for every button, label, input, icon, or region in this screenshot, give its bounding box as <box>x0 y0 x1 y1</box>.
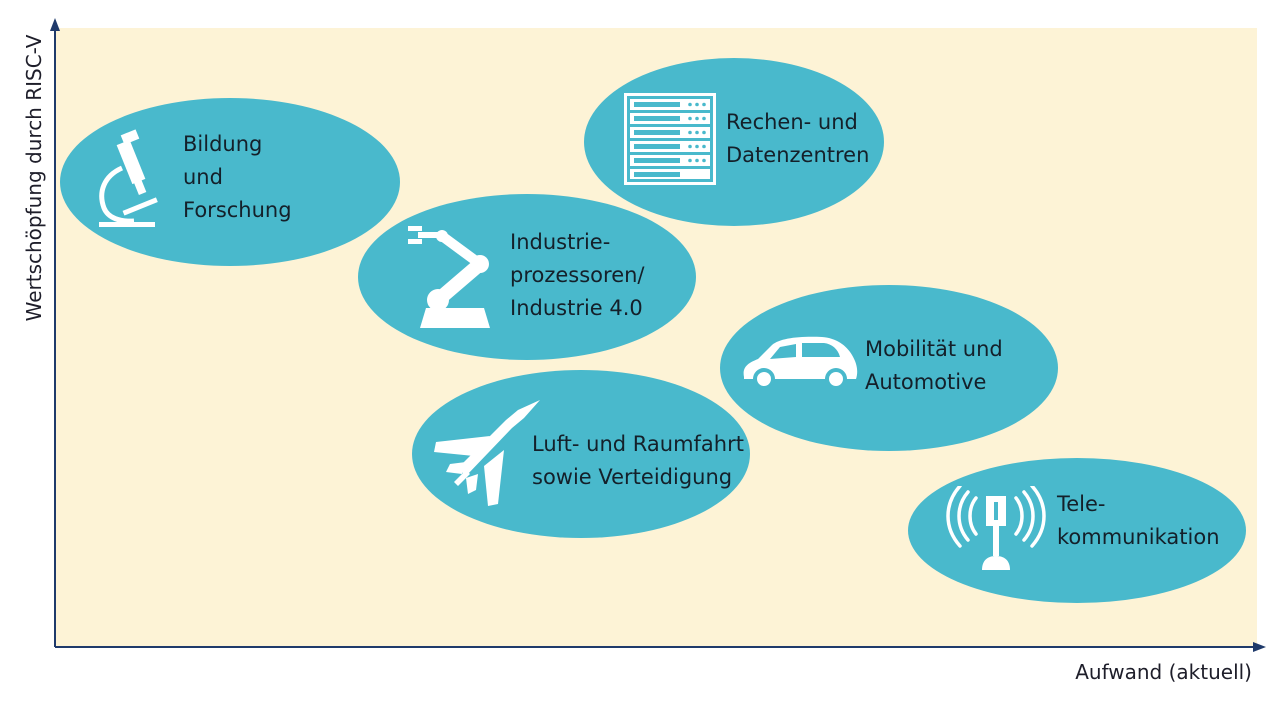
fighter-jet-icon <box>434 400 540 506</box>
bubble-industrieprozessoren: Industrie- prozessoren/ Industrie 4.0 <box>358 194 696 360</box>
y-axis-arrow <box>50 18 60 31</box>
bubble-label: Rechen- und Datenzentren <box>726 110 870 167</box>
y-axis-label: Wertschöpfung durch RISC-V <box>22 34 46 322</box>
x-axis-label: Aufwand (aktuell) <box>1075 660 1252 684</box>
robot-arm-icon <box>408 226 490 328</box>
bubble-label: Luft- und Raumfahrt sowie Verteidigung <box>532 432 744 489</box>
bubble-label: Bildung und Forschung <box>183 132 292 222</box>
x-axis-arrow <box>1253 642 1266 652</box>
car-icon <box>743 336 858 390</box>
bubble-mobilitaet-und-automotive: Mobilität und Automotive <box>720 285 1058 451</box>
bubble-label: Mobilität und Automotive <box>865 337 1003 394</box>
server-rack-icon <box>624 93 716 185</box>
bubble-telekommunikation: Tele- kommunikation <box>908 458 1246 603</box>
bubble-label: Industrie- prozessoren/ Industrie 4.0 <box>510 230 645 320</box>
bubble-bildung-und-forschung: Bildung und Forschung <box>60 98 400 266</box>
bubble-luft-und-raumfahrt: Luft- und Raumfahrt sowie Verteidigung <box>412 370 750 538</box>
bubble-rechen-und-datenzentren: Rechen- und Datenzentren <box>584 58 884 226</box>
microscope-icon <box>99 129 158 227</box>
antenna-icon <box>946 486 1046 570</box>
bubble-label: Tele- kommunikation <box>1057 492 1220 549</box>
